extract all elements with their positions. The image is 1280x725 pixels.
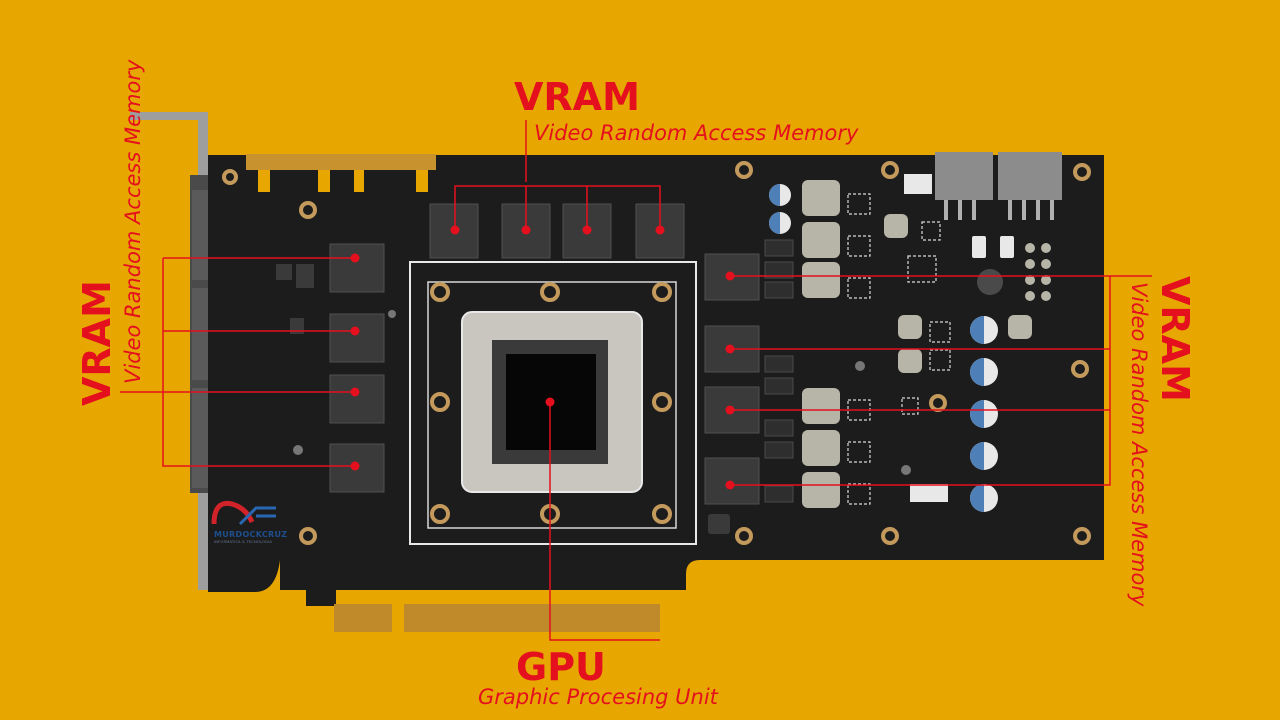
connector-headers xyxy=(904,174,948,502)
gpu-die xyxy=(506,354,596,450)
sli-connector xyxy=(246,154,436,192)
murdockcruz-logo xyxy=(211,500,276,526)
top-vram-subtitle: Video Random Access Memory xyxy=(534,121,859,145)
top-vram-title: VRAM xyxy=(514,75,640,119)
logo-text: MURDOCKCRUZ xyxy=(214,530,288,539)
logo-tagline: INFORMATICA & TECNOLOGIA xyxy=(214,540,273,544)
right-vram-subtitle: Video Random Access Memory xyxy=(1127,282,1151,607)
power-connectors xyxy=(935,152,1062,220)
left-vram-subtitle: Video Random Access Memory xyxy=(121,59,145,384)
gpu-frame-inner xyxy=(427,281,677,529)
right-vram-title: VRAM xyxy=(1153,276,1197,402)
gpu-title: GPU xyxy=(516,645,606,689)
gpu-subtitle: Graphic Procesing Unit xyxy=(478,685,718,709)
left-vram-title: VRAM xyxy=(75,280,119,406)
pcb-board xyxy=(208,155,1104,606)
